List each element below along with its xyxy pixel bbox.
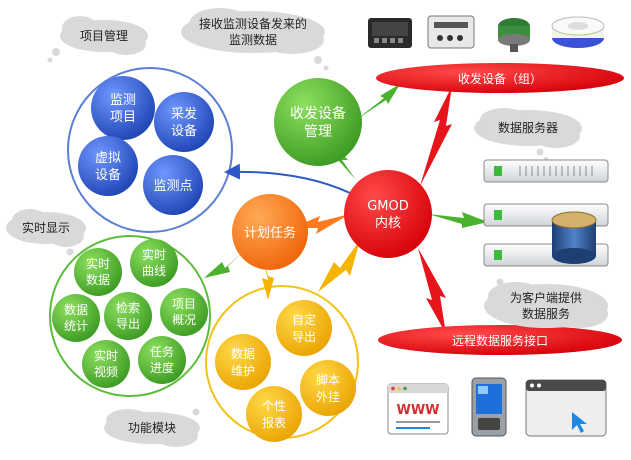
realtime-item-realtime-curve-line2: 曲线	[142, 264, 166, 278]
realtime-item-task-progress-line1: 任务	[150, 344, 174, 359]
transceiver-mgmt-node[interactable]: 收发设备 管理	[274, 78, 362, 166]
realtime-item-search-export[interactable]: 检索 导出	[104, 292, 152, 340]
device-recorder-image	[368, 18, 412, 48]
callout-realtime-text: 实时显示	[22, 220, 70, 235]
project-item-monitor-point-line1: 监测点	[153, 179, 192, 194]
gmod-core-label-line2: 内核	[375, 215, 401, 231]
realtime-item-realtime-data[interactable]: 实时 数据	[74, 248, 122, 296]
web-browser-icon-text: WWW	[396, 403, 439, 418]
callout-receive-data-line2: 监测数据	[229, 32, 277, 47]
data-server-rack-image	[483, 159, 609, 267]
realtime-item-realtime-video-line2: 视频	[94, 364, 118, 379]
remote-interface-label: 远程数据服务接口	[452, 333, 548, 348]
function-item-script-plugin[interactable]: 脚本 外挂	[300, 360, 356, 416]
callout-project-mgmt-text: 项目管理	[80, 28, 128, 43]
device-acquisition-box-image	[427, 15, 475, 49]
callout-data-server: 数据服务器	[474, 108, 582, 161]
project-item-monitor-project-line2: 项目	[110, 110, 136, 125]
callout-function-module-text: 功能模块	[128, 421, 176, 435]
function-item-data-maintenance-line1: 数据	[231, 346, 255, 361]
gmod-core-node[interactable]: GMOD 内核	[344, 170, 432, 258]
function-item-custom-export-line1: 自定	[292, 312, 316, 327]
realtime-item-realtime-data-line1: 实时	[86, 256, 110, 271]
callout-receive-data: 接收监测设备发来的 监测数据	[181, 8, 329, 71]
function-item-custom-export[interactable]: 自定 导出	[276, 300, 332, 356]
remote-interface-ribbon: 远程数据服务接口	[378, 325, 622, 355]
transceiver-group-label: 收发设备（组）	[458, 71, 542, 86]
callout-project-mgmt: 项目管理	[47, 16, 148, 63]
transceiver-to-ribbon-link	[356, 84, 400, 120]
plan-to-realtime-link	[204, 246, 250, 278]
realtime-item-search-export-line2: 导出	[116, 317, 140, 331]
function-item-custom-report-line1: 个性	[262, 399, 286, 413]
project-item-virtual-device-line2: 设备	[95, 167, 121, 183]
core-to-function-link	[318, 240, 360, 292]
realtime-item-task-progress-line2: 进度	[150, 360, 174, 375]
core-to-top-ribbon-link	[420, 86, 452, 186]
function-item-custom-report-line2: 报表	[262, 415, 286, 430]
project-item-virtual-device[interactable]: 虚拟 设备	[78, 136, 138, 196]
project-item-monitor-point[interactable]: 监测点	[143, 155, 203, 215]
realtime-item-project-overview-line1: 项目	[172, 297, 196, 311]
realtime-item-realtime-video[interactable]: 实时 视频	[82, 340, 130, 388]
realtime-item-search-export-line1: 检索	[116, 300, 140, 315]
plan-task-node[interactable]: 计划任务	[232, 194, 308, 270]
project-item-acq-device-line2: 设备	[171, 123, 197, 139]
project-item-acq-device-line1: 采发	[171, 106, 197, 122]
callout-client-service: 为客户端提供 数据服务	[484, 278, 608, 328]
web-browser-icon: WWW	[387, 383, 449, 435]
transceiver-mgmt-label-line2: 管理	[304, 124, 332, 140]
function-item-data-maintenance-line2: 维护	[231, 364, 255, 378]
callout-client-service-line1: 为客户端提供	[510, 290, 582, 305]
device-gnss-receiver-image	[551, 16, 605, 48]
project-item-monitor-project-line1: 监测	[110, 93, 136, 108]
callout-function-module: 功能模块	[104, 408, 200, 447]
realtime-item-realtime-video-line1: 实时	[94, 348, 118, 363]
project-item-monitor-project[interactable]: 监测 项目	[91, 76, 155, 140]
core-to-plan-link	[292, 214, 350, 234]
realtime-item-realtime-data-line2: 数据	[86, 272, 110, 287]
device-sensor-image	[498, 18, 530, 52]
core-to-bottom-ribbon-link	[418, 248, 446, 334]
realtime-item-realtime-curve-line1: 实时	[142, 247, 166, 262]
callout-receive-data-line1: 接收监测设备发来的	[199, 16, 307, 31]
realtime-item-project-overview[interactable]: 项目 概况	[160, 288, 208, 336]
realtime-item-task-progress[interactable]: 任务 进度	[138, 336, 186, 384]
project-item-acq-device[interactable]: 采发 设备	[154, 92, 214, 152]
desktop-app-window-icon	[525, 379, 607, 437]
callout-realtime: 实时显示	[6, 209, 86, 256]
mobile-device-icon	[471, 377, 507, 437]
project-item-virtual-device-line1: 虚拟	[95, 151, 121, 166]
function-item-script-plugin-line1: 脚本	[316, 372, 340, 387]
function-item-custom-report[interactable]: 个性 报表	[246, 386, 302, 442]
function-item-script-plugin-line2: 外挂	[316, 390, 340, 404]
realtime-item-data-stats-line1: 数据	[64, 302, 88, 317]
transceiver-group-ribbon: 收发设备（组）	[376, 63, 624, 93]
realtime-item-data-stats-line2: 统计	[64, 319, 88, 333]
callout-client-service-line2: 数据服务	[522, 306, 570, 321]
transceiver-mgmt-label-line1: 收发设备	[290, 105, 346, 122]
realtime-item-realtime-curve[interactable]: 实时 曲线	[130, 239, 178, 287]
realtime-item-data-stats[interactable]: 数据 统计	[52, 294, 100, 342]
function-item-custom-export-line2: 导出	[292, 330, 316, 344]
gmod-core-label-line1: GMOD	[367, 199, 409, 214]
realtime-item-project-overview-line2: 概况	[172, 313, 196, 327]
callout-data-server-text: 数据服务器	[498, 120, 558, 135]
core-to-project-link	[224, 163, 351, 194]
function-item-data-maintenance[interactable]: 数据 维护	[215, 334, 271, 390]
core-to-server-link	[428, 212, 488, 228]
plan-task-label: 计划任务	[244, 225, 296, 241]
